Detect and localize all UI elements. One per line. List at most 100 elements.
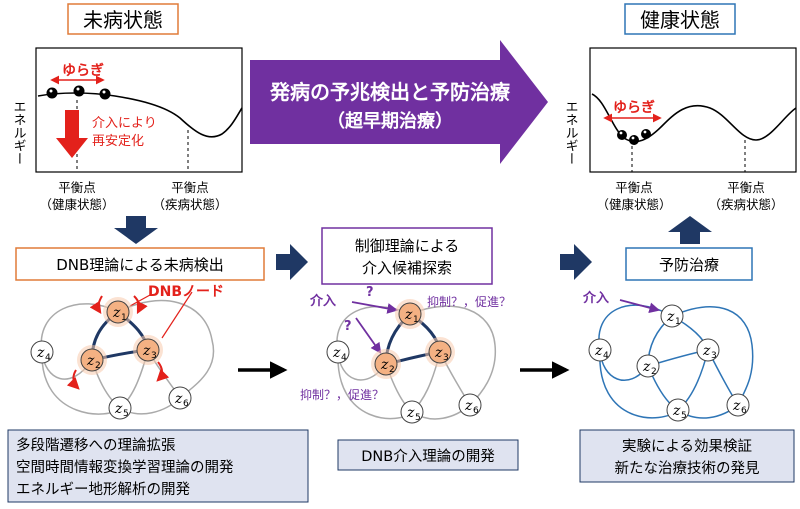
bottom-middle-text: DNB介入理論の開発 xyxy=(361,448,495,465)
bottom-left-line2: 空間時間情報変換学習理論の開発 xyxy=(16,459,234,476)
svg-text:5: 5 xyxy=(123,409,129,419)
svg-text:z: z xyxy=(36,345,45,361)
big-arrow-line1: 発病の予兆検出と予防治療 xyxy=(269,80,510,104)
stage2-box xyxy=(321,227,493,285)
up-arrow-to-health xyxy=(668,216,712,244)
svg-text:1: 1 xyxy=(121,313,127,323)
svg-text:z: z xyxy=(434,345,443,361)
svg-text:6: 6 xyxy=(473,406,479,416)
left-intervention-arrow xyxy=(56,110,88,158)
big-purple-arrow xyxy=(250,40,548,164)
stage2-line1: 制御理論による xyxy=(355,237,460,255)
right-eq2-label: 平衡点 xyxy=(727,180,765,195)
bottom-left-line3: エネルギー地形解析の開発 xyxy=(16,481,190,498)
svg-text:z: z xyxy=(404,307,413,323)
svg-text:z: z xyxy=(702,343,711,359)
left-title-box xyxy=(67,3,179,35)
flow-arrow-2 xyxy=(560,244,592,280)
right-fluctuation-label: ゆらぎ xyxy=(613,99,655,116)
svg-text:4: 4 xyxy=(341,353,347,363)
net3-intervene-label: 介入 xyxy=(582,290,609,306)
svg-text:2: 2 xyxy=(95,361,101,371)
net2-intervene-label: 介入 xyxy=(309,293,336,309)
stage3-label: 予防治療 xyxy=(659,256,719,274)
svg-text:z: z xyxy=(642,359,651,375)
svg-text:z: z xyxy=(732,398,741,414)
svg-text:z: z xyxy=(464,398,473,414)
flow-arrow-1 xyxy=(276,244,308,280)
svg-text:1: 1 xyxy=(413,315,419,325)
right-eq1-sub: （健康状態） xyxy=(596,197,671,212)
right-title-box xyxy=(624,3,736,35)
left-energy-plot xyxy=(35,47,243,173)
left-ylabel: エネルギー xyxy=(11,100,26,165)
svg-text:z: z xyxy=(142,343,151,359)
bottom-left-line1: 多段階遷移への理論拡張 xyxy=(16,437,176,454)
svg-text:3: 3 xyxy=(151,351,157,361)
big-arrow-line2: （超早期治療） xyxy=(327,110,453,132)
bottom-right-line2: 新たな治療技術の発見 xyxy=(615,460,760,477)
svg-text:z: z xyxy=(406,405,415,421)
net2-question-1: ? xyxy=(366,285,374,300)
svg-text:3: 3 xyxy=(711,351,717,361)
left-title: 未病状態 xyxy=(83,8,163,32)
svg-text:z: z xyxy=(332,345,341,361)
right-energy-plot xyxy=(589,47,797,173)
svg-text:4: 4 xyxy=(45,353,51,363)
svg-text:2: 2 xyxy=(651,367,657,377)
svg-text:2: 2 xyxy=(389,365,395,375)
bottom-left-box xyxy=(7,429,309,503)
svg-text:5: 5 xyxy=(415,413,421,423)
svg-text:6: 6 xyxy=(741,406,747,416)
stage1-box xyxy=(15,247,265,281)
net2-suppress-promote-2: 抑制？，促進？ xyxy=(300,387,384,402)
bottom-right-box xyxy=(579,429,795,483)
net2-suppress-promote-1: 抑制？，促進？ xyxy=(427,294,511,309)
left-eq1-label: 平衡点 xyxy=(58,180,96,195)
dnb-node-label: DNBノード xyxy=(148,284,224,300)
svg-text:5: 5 xyxy=(681,411,687,421)
net2-question-2: ? xyxy=(344,319,352,334)
svg-text:z: z xyxy=(112,305,121,321)
left-fluctuation-label: ゆらぎ xyxy=(62,62,104,79)
svg-text:6: 6 xyxy=(183,399,189,409)
svg-text:4: 4 xyxy=(603,351,609,361)
left-eq2-sub: （疾病状態） xyxy=(152,197,227,212)
bottom-middle-box xyxy=(337,439,519,471)
svg-text:z: z xyxy=(114,401,123,417)
svg-text:1: 1 xyxy=(675,317,681,327)
left-intervention-line1: 介入により xyxy=(92,116,157,131)
stage1-label: DNB理論による未病検出 xyxy=(56,256,224,274)
right-eq2-sub: （疾病状態） xyxy=(708,197,783,212)
left-balls xyxy=(46,85,111,100)
svg-text:z: z xyxy=(380,357,389,373)
stage3-box xyxy=(625,247,753,281)
right-eq1-label: 平衡点 xyxy=(615,180,653,195)
svg-text:z: z xyxy=(666,309,675,325)
left-energy-curve xyxy=(37,92,243,138)
left-intervention-line2: 再安定化 xyxy=(92,134,144,149)
right-title: 健康状態 xyxy=(640,8,720,32)
left-eq2-label: 平衡点 xyxy=(171,180,209,195)
bottom-right-line1: 実験による効果検証 xyxy=(622,438,752,455)
stage2-line2: 介入候補探索 xyxy=(362,259,452,277)
svg-text:z: z xyxy=(594,343,603,359)
right-balls xyxy=(617,129,651,145)
left-eq1-sub: （健康状態） xyxy=(39,197,114,212)
